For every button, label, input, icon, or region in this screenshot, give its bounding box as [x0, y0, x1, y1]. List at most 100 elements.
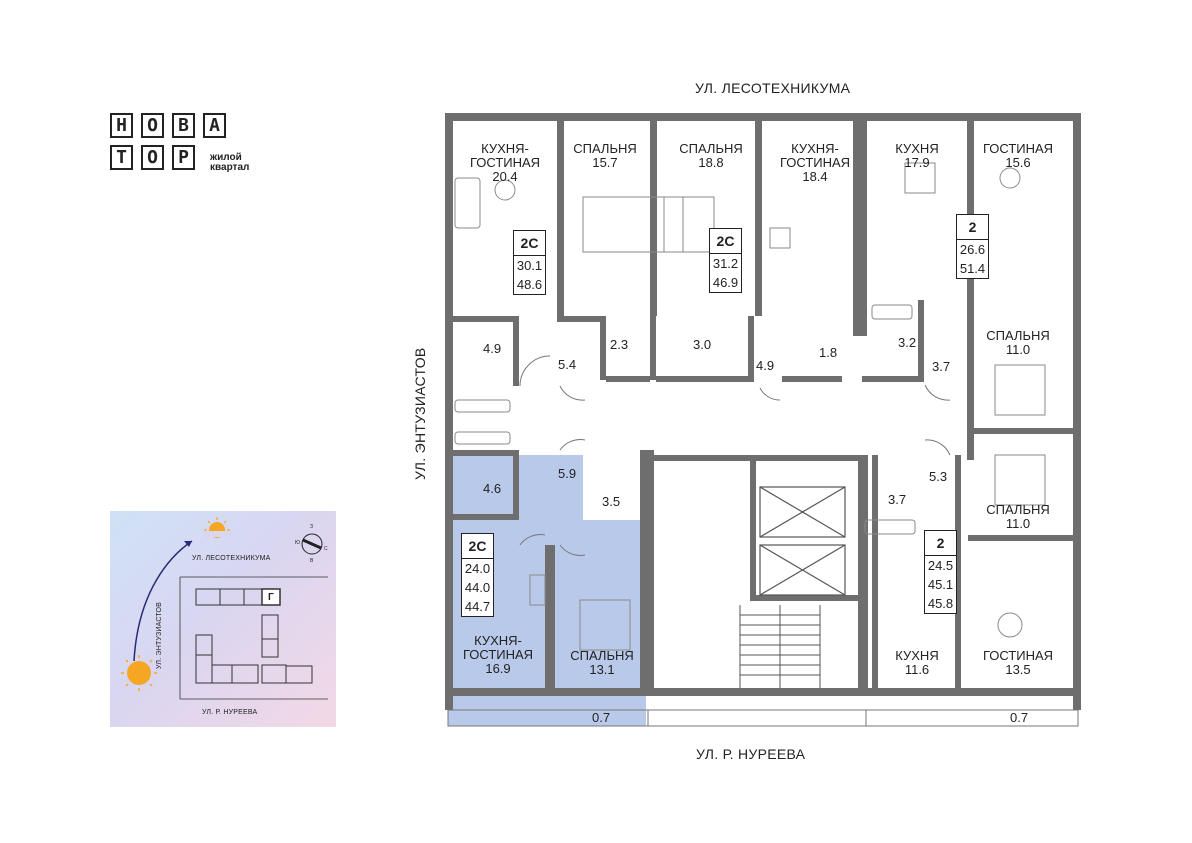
area-label: 4.9 [756, 358, 775, 373]
logo-letter: О [141, 145, 164, 170]
area-label: 5.3 [929, 469, 948, 484]
room-name: КУХНЯ [895, 648, 939, 663]
area-label: 2.3 [610, 337, 629, 352]
location-map-graphic [121, 517, 328, 700]
room-name: КУХНЯ- ГОСТИНАЯ [779, 141, 851, 170]
room-label: СПАЛЬНЯ 15.7 [570, 142, 640, 170]
room-name: КУХНЯ- ГОСТИНАЯ [469, 141, 541, 170]
area-label: 0.7 [592, 710, 611, 725]
street-bottom: УЛ. Р. НУРЕЕВА [696, 746, 806, 762]
room-name: КУХНЯ- ГОСТИНАЯ [462, 633, 534, 662]
room-area: 13.1 [589, 662, 615, 677]
compass-s: В [310, 558, 314, 564]
area-label: 3.7 [932, 359, 951, 374]
apartment-area: 44.0 [464, 580, 491, 595]
balcony-rail [447, 709, 1079, 727]
room-area: 17.9 [904, 155, 930, 170]
room-label: СПАЛЬНЯ 11.0 [982, 329, 1054, 357]
room-label: КУХНЯ- ГОСТИНАЯ 16.9 [458, 634, 538, 676]
apartment-badge[interactable]: 2 26.6 51.4 [956, 214, 989, 279]
area-label: 3.5 [602, 494, 621, 509]
room-label: ГОСТИНАЯ 15.6 [982, 142, 1054, 170]
apartment-badge[interactable]: 2С 30.1 48.6 [513, 230, 546, 295]
room-name: СПАЛЬНЯ [573, 141, 637, 156]
room-label: КУХНЯ- ГОСТИНАЯ 20.4 [468, 142, 542, 184]
room-label: ГОСТИНАЯ 13.5 [979, 649, 1057, 677]
apartment-area: 26.6 [959, 242, 986, 257]
furniture [454, 162, 1046, 651]
compass-n: З [310, 524, 314, 530]
inset-street-top: УЛ. ЛЕСОТЕХНИКУМА [192, 555, 271, 562]
room-area: 18.8 [698, 155, 724, 170]
apartment-area: 24.0 [464, 561, 491, 576]
area-label: 4.9 [483, 341, 502, 356]
area-label: 4.6 [483, 481, 502, 496]
doors [519, 355, 951, 556]
elevator-shafts [759, 486, 846, 596]
room-area: 15.7 [592, 155, 618, 170]
sun-icon [121, 655, 157, 691]
apartment-area: 31.2 [712, 256, 739, 271]
room-name: СПАЛЬНЯ [986, 328, 1050, 343]
area-label: 5.9 [558, 466, 577, 481]
apartment-type: 2 [925, 531, 956, 556]
room-name: СПАЛЬНЯ [679, 141, 743, 156]
apartment-area: 30.1 [516, 258, 543, 273]
room-area: 11.6 [904, 662, 930, 677]
logo-letter: Н [110, 113, 133, 138]
area-label: 3.2 [898, 335, 917, 350]
compass-e: С [324, 546, 328, 552]
street-top: УЛ. ЛЕСОТЕХНИКУМА [695, 80, 851, 96]
room-area: 20.4 [492, 169, 518, 184]
room-label: СПАЛЬНЯ 13.1 [567, 649, 637, 677]
logo-letter: В [172, 113, 195, 138]
room-label: КУХНЯ 11.6 [885, 649, 949, 677]
room-label: КУХНЯ 17.9 [885, 142, 949, 170]
location-map: УЛ. ЛЕСОТЕХНИКУМА УЛ. ЭНТУЗИАСТОВ УЛ. Р.… [110, 511, 336, 727]
room-name: ГОСТИНАЯ [982, 648, 1054, 663]
room-label: КУХНЯ- ГОСТИНАЯ 18.4 [775, 142, 855, 184]
logo-subtitle-1: жилой [210, 152, 242, 163]
walls [445, 113, 1081, 710]
apartment-type: 2С [710, 229, 741, 254]
apartment-badge[interactable]: 2 24.5 45.1 45.8 [924, 530, 957, 614]
apartment-area: 45.1 [927, 577, 954, 592]
logo-subtitle-2: квартал [210, 162, 250, 173]
room-area: 15.6 [1005, 155, 1031, 170]
apartment-type: 2 [957, 215, 988, 240]
area-label: 0.7 [1010, 710, 1029, 725]
apartment-area: 24.5 [927, 558, 954, 573]
apartment-area: 48.6 [516, 277, 543, 292]
room-name: СПАЛЬНЯ [570, 648, 634, 663]
room-area: 11.0 [1005, 342, 1031, 357]
room-area: 13.5 [1005, 662, 1031, 677]
apartment-badge[interactable]: 2С 24.0 44.0 44.7 [461, 533, 494, 617]
room-name: ГОСТИНАЯ [982, 141, 1054, 156]
area-label: 3.7 [888, 492, 907, 507]
apartment-type: 2С [462, 534, 493, 559]
sun-icon [204, 517, 232, 538]
logo-letter: Р [172, 145, 195, 170]
room-area: 16.9 [485, 661, 511, 676]
apartment-badge[interactable]: 2С 31.2 46.9 [709, 228, 742, 293]
apartment-area: 46.9 [712, 275, 739, 290]
compass-icon [301, 533, 323, 555]
apartment-type: 2С [514, 231, 545, 256]
inset-street-bottom: УЛ. Р. НУРЕЕВА [202, 709, 258, 716]
room-label: СПАЛЬНЯ 11.0 [982, 503, 1054, 531]
room-name: СПАЛЬНЯ [986, 502, 1050, 517]
apartment-area: 44.7 [464, 599, 491, 614]
selected-balcony [448, 710, 646, 726]
room-label: СПАЛЬНЯ 18.8 [676, 142, 746, 170]
apartment-area: 51.4 [959, 261, 986, 276]
building-mark: Г [268, 592, 274, 603]
logo-letter: О [141, 113, 164, 138]
area-label: 1.8 [819, 345, 838, 360]
area-label: 3.0 [693, 337, 712, 352]
logo-letter: А [203, 113, 226, 138]
apartment-area: 45.8 [927, 596, 954, 611]
logo-letter: Т [110, 145, 133, 170]
staircase [739, 605, 821, 688]
sun-path-arrowhead [184, 541, 192, 547]
